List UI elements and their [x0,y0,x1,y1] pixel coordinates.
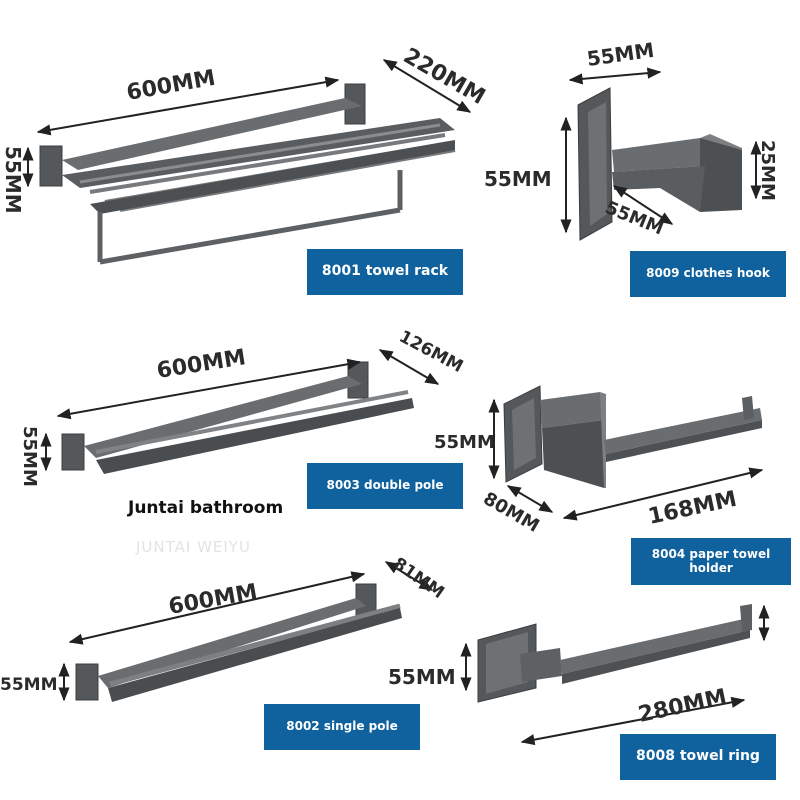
clothes-hook-width: 55MM [585,38,655,71]
clothes-hook-label: 8009 clothes hook [630,251,786,297]
towel-rack-width: 600MM [125,66,218,106]
paper-holder-height: 55MM [434,432,495,453]
towel-ring-label: 8008 towel ring [620,734,776,780]
paper-holder-label: 8004 paper towel holder [631,538,791,585]
clothes-hook-thickness: 25MM [757,140,778,201]
clothes-hook-height: 55MM [484,167,552,191]
clothes-hook-illustration: 55MM 55MM 25MM 55MM [484,38,778,241]
brand-watermark: JUNTAI WEIYU [136,538,251,556]
towel-ring-height: 55MM [388,665,456,689]
towel-ring-illustration: 55MM 280MM [388,604,770,746]
clothes-hook-depth: 55MM [602,197,666,239]
paper-holder-depth: 80MM [480,488,543,537]
double-pole-width: 600MM [155,345,248,384]
towel-rack-illustration: 600MM 220MM 55MM [1,44,489,265]
double-pole-label: 8003 double pole [307,463,463,509]
towel-rack-label: 8001 towel rack [307,249,463,295]
single-pole-width: 600MM [167,580,260,620]
towel-ring-width: 280MM [636,685,729,728]
single-pole-label: 8002 single pole [264,704,420,750]
single-pole-depth: 81MM [389,554,448,603]
double-pole-depth: 126MM [396,327,467,377]
towel-rack-height: 55MM [1,146,25,214]
double-pole-height: 55MM [19,426,40,487]
brand-name: Juntai bathroom [128,498,284,518]
paper-holder-width: 168MM [646,487,739,530]
paper-holder-illustration: 55MM 80MM 168MM [434,385,764,537]
single-pole-illustration: 600MM 81MM 55MM [0,554,448,702]
single-pole-height: 55MM [0,675,58,695]
